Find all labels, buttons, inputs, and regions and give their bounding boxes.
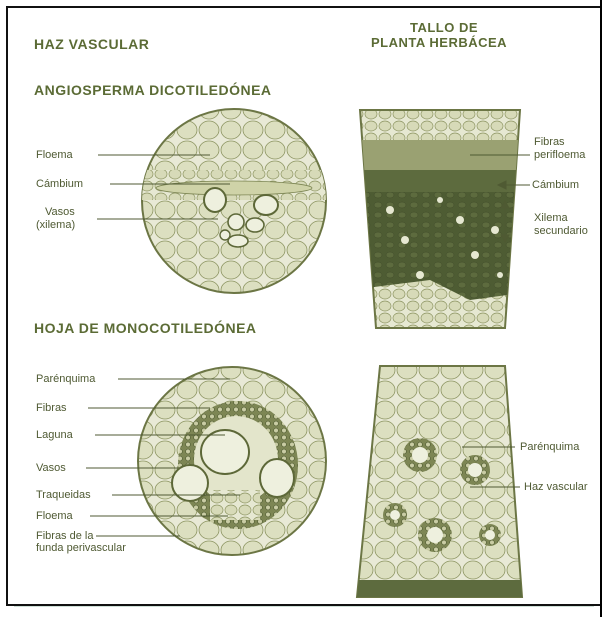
label-vasos-mono: Vasos [36,462,66,474]
label-floema: Floema [36,149,73,161]
heading-tallo-line2: PLANTA HERBÁCEA [371,35,507,50]
label-perifloema: perifloema [534,149,585,161]
label-laguna: Laguna [36,429,73,441]
label-fibras-funda-line1: Fibras de la [36,530,93,542]
label-fibras: Fibras [534,136,565,148]
heading-haz-vascular: HAZ VASCULAR [34,36,149,52]
label-vasos-line2: (xilema) [36,219,75,231]
label-traqueidas: Traqueidas [36,489,91,501]
heading-tallo-line1: TALLO DE [410,20,478,35]
dicot-bundle-illustration [140,109,330,293]
tallo-bottom-illustration [350,366,530,597]
label-fibras-funda-line2: funda perivascular [36,542,126,554]
heading-angiosperma: ANGIOSPERMA DICOTILEDÓNEA [34,82,272,98]
heading-hoja: HOJA DE MONOCOTILEDÓNEA [34,320,257,336]
label-floema-mono: Floema [36,510,73,522]
label-cambium-right: Cámbium [532,179,579,191]
label-xilema: Xilema [534,212,568,224]
label-cambium: Cámbium [36,178,83,190]
label-parenquima: Parénquima [36,373,95,385]
mono-bundle-illustration [138,367,326,555]
label-fibras-mono: Fibras [36,402,67,414]
label-haz-vascular-right: Haz vascular [524,481,588,493]
label-parenquima-right: Parénquima [520,441,579,453]
label-secundario: secundario [534,225,588,237]
tallo-top-illustration [350,110,530,328]
label-vasos-line1: Vasos [45,206,75,218]
